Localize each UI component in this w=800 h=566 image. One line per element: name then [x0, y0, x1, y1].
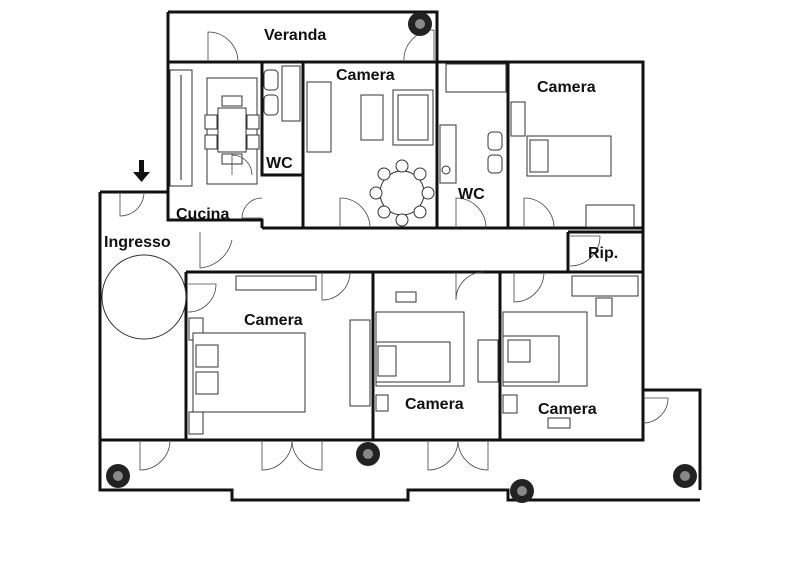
room-label-camera-bottom-right: Camera	[538, 401, 597, 418]
bed-bottom-left	[188, 275, 371, 435]
round-table-ingresso	[101, 254, 187, 340]
room-label-camera-top-right: Camera	[537, 79, 596, 96]
room-label-wc-left: WC	[266, 155, 293, 172]
room-label-camera-bottom-mid: Camera	[405, 396, 464, 413]
room-label-wc-right: WC	[458, 186, 485, 203]
bed-top-right	[510, 101, 635, 228]
room-label-camera-top-mid: Camera	[336, 67, 395, 84]
bed-bottom-mid	[375, 291, 518, 414]
entrance-arrow-icon	[133, 160, 150, 182]
plant-icon	[356, 442, 380, 466]
kitchen-counter	[169, 69, 193, 187]
wc-right-fixtures	[439, 63, 507, 184]
room-label-ripostiglio: Rip.	[588, 245, 618, 262]
walls	[98, 10, 702, 502]
wc-left-fixtures	[263, 65, 301, 122]
living-furniture-top	[306, 81, 435, 227]
plant-icon	[510, 479, 534, 503]
room-label-ingresso: Ingresso	[104, 234, 171, 251]
room-label-cucina: Cucina	[176, 206, 229, 223]
dining-table-kitchen	[204, 77, 260, 185]
plant-icon	[408, 12, 432, 36]
room-label-camera-bottom-left: Camera	[244, 312, 303, 329]
room-label-veranda: Veranda	[264, 27, 326, 44]
plant-icon	[673, 464, 697, 488]
doors	[119, 29, 669, 471]
bed-bottom-right	[502, 275, 639, 429]
plant-icon	[106, 464, 130, 488]
